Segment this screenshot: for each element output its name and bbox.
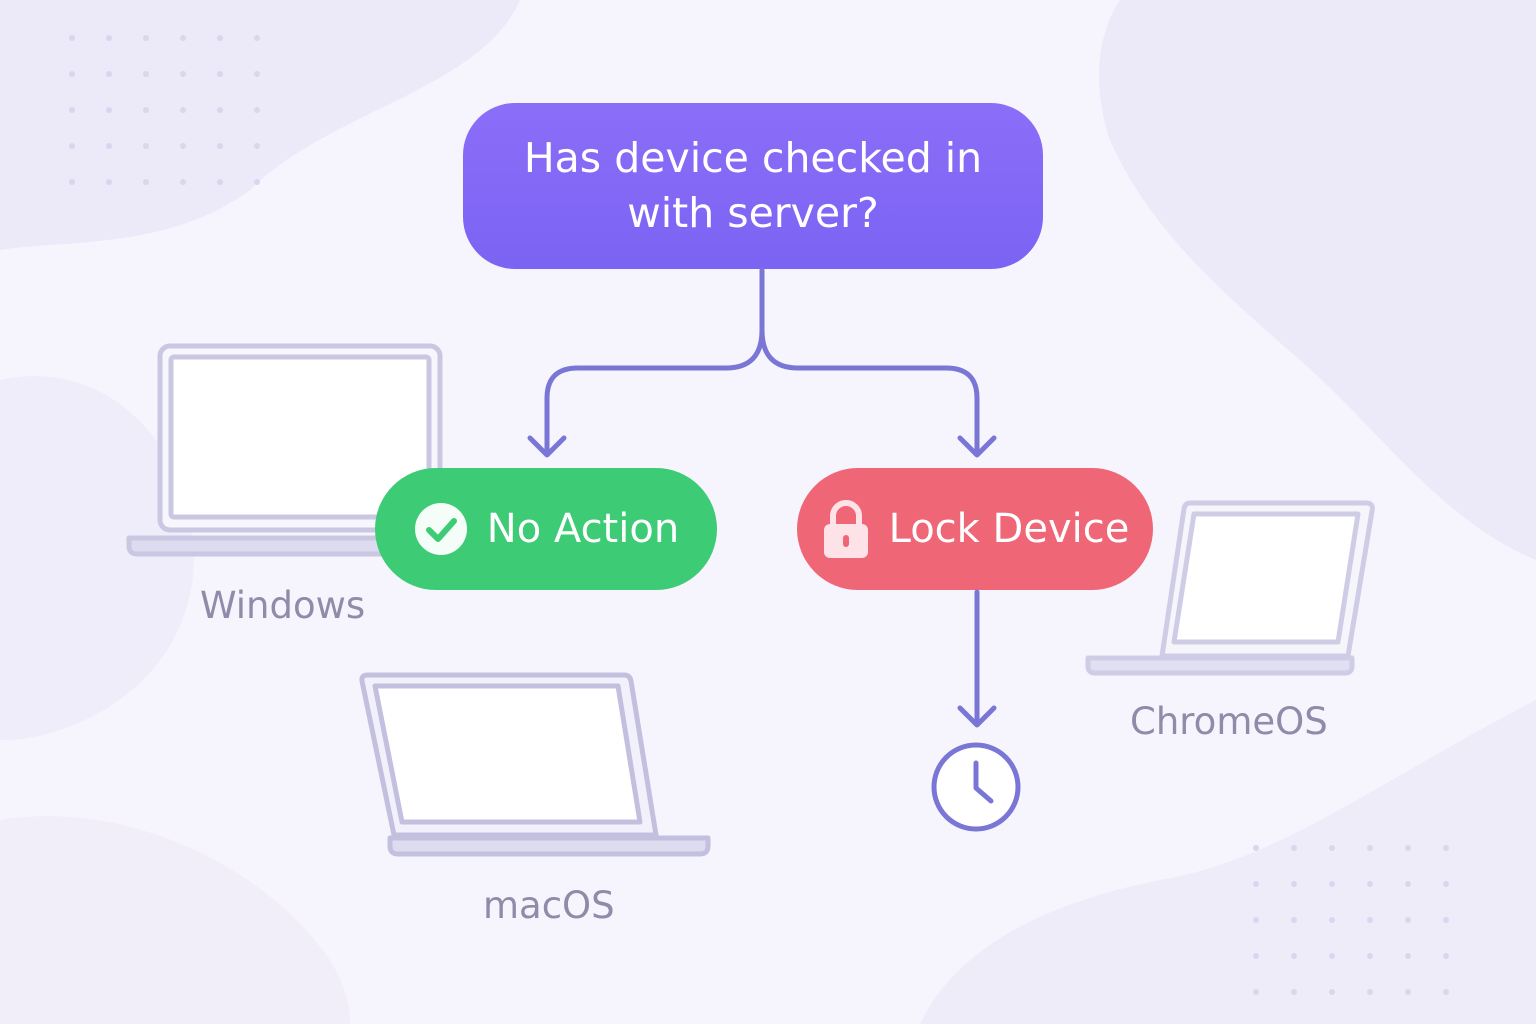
background-blob-bottom-left	[0, 816, 350, 1024]
question-node: Has device checked in with server?	[463, 103, 1043, 269]
arrowhead-timer	[957, 705, 997, 728]
arrowhead-left	[527, 435, 567, 458]
dot-grid-top-left	[69, 35, 260, 185]
windows-label: Windows	[200, 584, 366, 627]
background-blob-left	[0, 376, 194, 740]
no-action-node: No Action	[375, 468, 717, 590]
chromeos-label: ChromeOS	[1130, 700, 1328, 743]
no-action-label: No Action	[486, 506, 680, 552]
question-text: Has device checked in with server?	[523, 134, 983, 237]
arrowhead-right	[957, 435, 997, 458]
lock-icon	[821, 498, 871, 560]
background-blob-right	[1099, 0, 1536, 560]
dot-grid-bottom-right	[1253, 845, 1449, 995]
connector-trunk	[723, 267, 765, 371]
lock-device-label: Lock Device	[888, 506, 1130, 552]
lock-device-node: Lock Device	[797, 468, 1153, 590]
connector-right	[759, 327, 980, 455]
background-blob-top-left	[0, 0, 520, 250]
background-blob-bottom-right	[920, 700, 1536, 1024]
macos-laptop-icon	[359, 672, 711, 857]
connector-left	[544, 365, 729, 455]
check-circle-icon	[413, 501, 469, 557]
clock-icon	[931, 742, 1021, 832]
macos-label: macOS	[483, 884, 615, 927]
windows-laptop-icon	[126, 343, 473, 557]
chromeos-laptop-icon	[1085, 500, 1375, 676]
